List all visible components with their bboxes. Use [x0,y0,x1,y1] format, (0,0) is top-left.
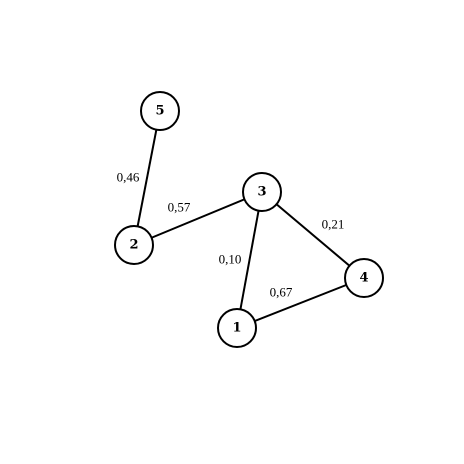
node-circle-1 [217,308,257,348]
edges-layer [133,110,365,329]
node-1: 1 [217,308,257,348]
node-2: 2 [114,225,154,265]
node-circle-5 [140,91,180,131]
edge-weight-5-2: 0,46 [117,170,140,185]
edge-3-4 [261,191,365,279]
node-label-1: 1 [232,321,241,336]
edge-1-4 [236,277,365,329]
node-4: 4 [344,258,384,298]
node-circle-4 [344,258,384,298]
edge-2-3 [133,191,263,246]
node-label-5: 5 [155,104,164,119]
node-label-3: 3 [257,185,266,200]
edge-weight-2-3: 0,57 [168,200,191,215]
node-circle-2 [114,225,154,265]
edge-3-1 [236,191,263,329]
nodes-layer: 1 2 3 4 5 [114,91,384,348]
edge-weight-3-4: 0,21 [322,217,345,232]
node-5: 5 [140,91,180,131]
edge-weights-layer: 0,46 0,57 0,10 0,21 0,67 [117,170,345,300]
edge-weight-3-1: 0,10 [219,252,242,267]
edge-5-2 [133,110,161,246]
node-3: 3 [242,172,282,212]
node-circle-3 [242,172,282,212]
node-label-4: 4 [359,271,368,286]
node-label-2: 2 [129,238,138,253]
edge-weight-1-4: 0,67 [270,285,293,300]
